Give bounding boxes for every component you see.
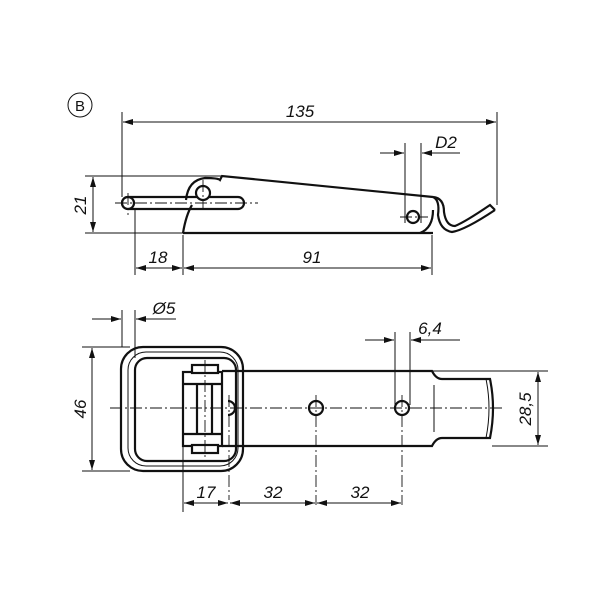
svg-text:6,4: 6,4 bbox=[418, 319, 442, 338]
svg-text:Ø5: Ø5 bbox=[152, 299, 176, 318]
svg-text:91: 91 bbox=[303, 248, 322, 267]
svg-text:32: 32 bbox=[351, 483, 370, 502]
svg-text:46: 46 bbox=[71, 399, 90, 418]
top-view bbox=[110, 345, 505, 505]
svg-text:28,5: 28,5 bbox=[516, 392, 535, 427]
dimension-135: 135 bbox=[121, 102, 498, 205]
dimension-28-5: 28,5 bbox=[432, 370, 548, 447]
dimension-18-91: 18 91 bbox=[134, 209, 433, 275]
dimension-17-32-32: 17 32 32 bbox=[182, 446, 401, 512]
dimension-d2: D2 bbox=[380, 133, 460, 223]
dimension-6-4: 6,4 bbox=[365, 319, 460, 405]
svg-text:D2: D2 bbox=[435, 133, 457, 152]
svg-text:17: 17 bbox=[197, 483, 216, 502]
dimension-d5: Ø5 bbox=[92, 299, 176, 358]
side-view bbox=[115, 174, 496, 235]
svg-text:32: 32 bbox=[264, 483, 283, 502]
svg-text:135: 135 bbox=[286, 102, 315, 121]
dimension-21: 21 bbox=[71, 175, 222, 234]
dimension-46: 46 bbox=[71, 346, 130, 472]
svg-text:18: 18 bbox=[149, 248, 168, 267]
svg-text:B: B bbox=[75, 98, 85, 115]
svg-text:21: 21 bbox=[71, 196, 90, 216]
view-label-b: B bbox=[67, 92, 93, 118]
